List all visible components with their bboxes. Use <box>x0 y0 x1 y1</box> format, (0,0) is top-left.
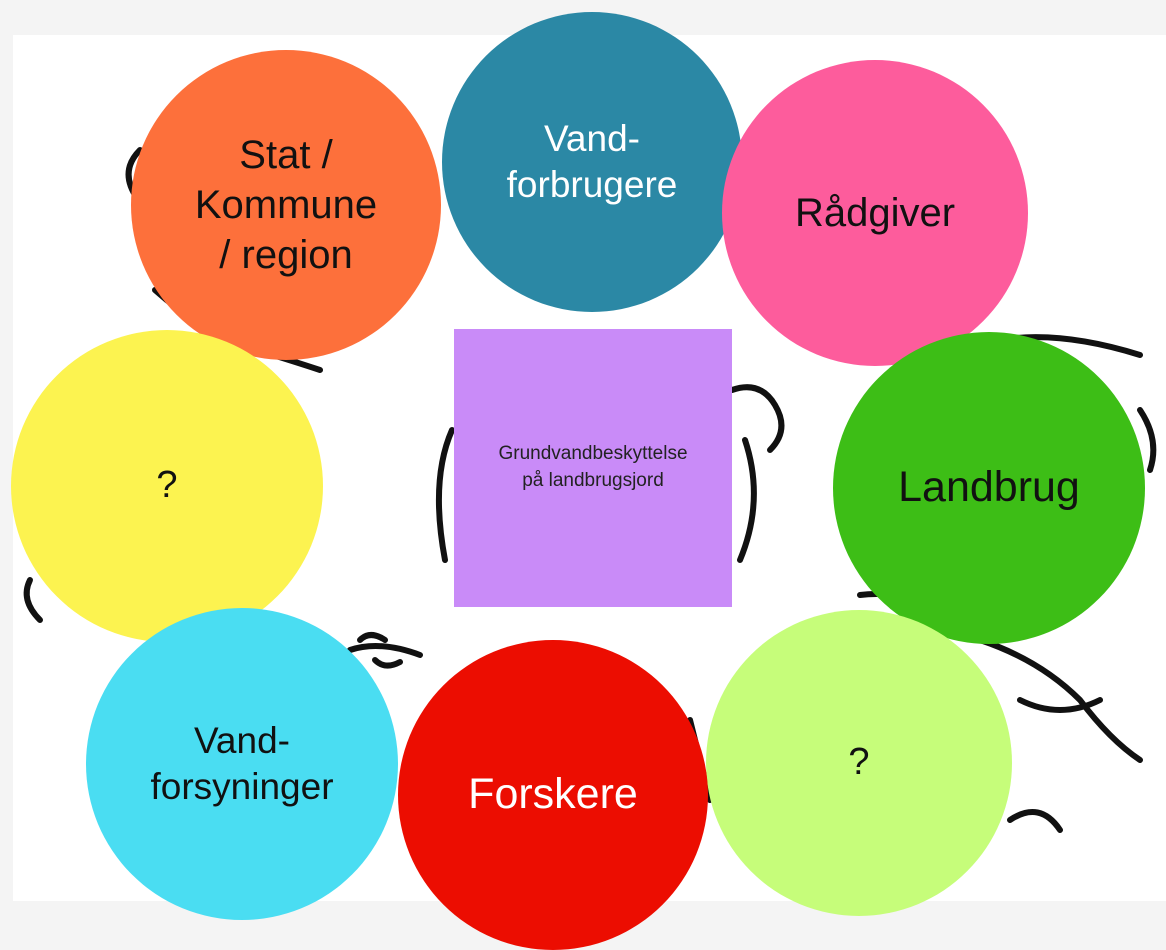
stakeholder-label-line: Rådgiver <box>794 191 956 235</box>
stakeholder-label-line: Stat / <box>239 133 333 177</box>
stakeholder-unknown-right: ? <box>706 610 1012 916</box>
stakeholder-stat-kommune-region: Stat / Kommune / region <box>131 50 441 360</box>
stakeholder-label-line: / region <box>219 233 353 277</box>
stakeholder-landbrug: Landbrug <box>833 332 1145 644</box>
stakeholder-label-line: forsyninger <box>150 766 334 807</box>
center-topic-box: Grundvandbeskyttelse på landbrugsjord <box>454 329 732 607</box>
stakeholder-label-line: Vand- <box>544 117 640 159</box>
stakeholder-raadgiver: Rådgiver <box>722 60 1028 366</box>
center-topic-line: Grundvandbeskyttelse <box>498 443 688 465</box>
stakeholder-label-line: forbrugere <box>506 164 678 205</box>
stakeholder-label-line: ? <box>848 741 870 784</box>
center-topic-line: på landbrugsjord <box>522 470 664 491</box>
stakeholder-label-line: ? <box>156 464 178 507</box>
stakeholder-vandforsyninger: Vand- forsyninger <box>86 608 398 920</box>
stakeholder-forskere: Forskere <box>398 640 708 950</box>
stakeholder-unknown-left: ? <box>11 330 323 642</box>
stakeholder-label-line: Vand- <box>194 719 290 761</box>
stakeholder-label-line: Landbrug <box>898 463 1080 512</box>
stakeholder-label-line: Forskere <box>468 770 638 819</box>
stakeholder-vandforbrugere: Vand- forbrugere <box>442 12 742 312</box>
stakeholder-label-line: Kommune <box>194 183 378 227</box>
